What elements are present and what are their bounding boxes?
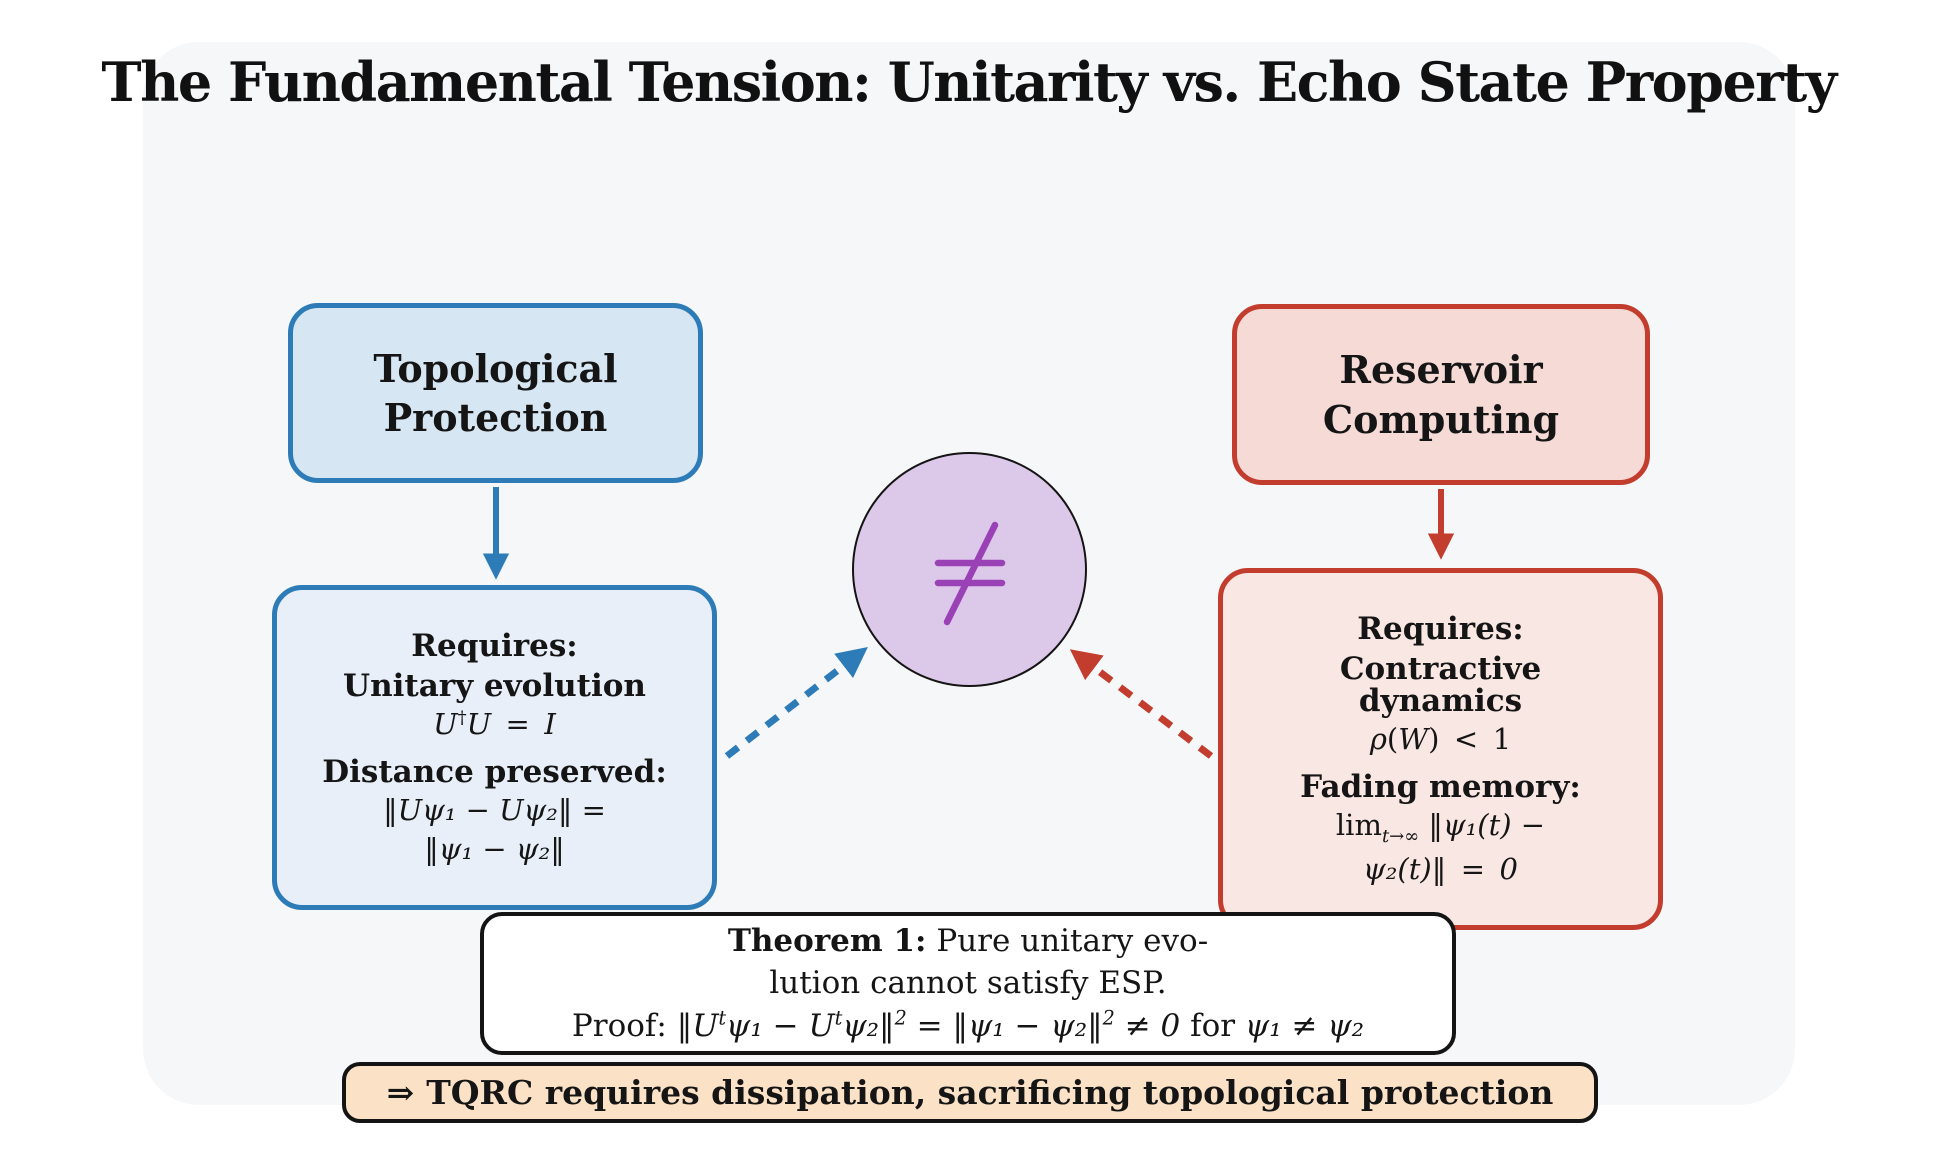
topological-protection-box: Topological Protection xyxy=(288,303,703,483)
fading-memory-equation-line2: ψ₂(t)‖ = 0 xyxy=(1363,851,1518,886)
reservoir-computing-box: Reservoir Computing xyxy=(1232,304,1650,485)
contractive-dynamics-label-line1: Contractive xyxy=(1339,651,1542,688)
right-requires-heading: Requires: xyxy=(1357,611,1524,648)
implies-arrow-icon: ⇒ xyxy=(386,1073,415,1112)
unitarity-requirements-box: Requires: Unitary evolution U†U = I Dist… xyxy=(272,585,717,910)
theorem-line1-rest: Pure unitary evo- xyxy=(926,923,1209,960)
conclusion-banner: ⇒ TQRC requires dissipation, sacrificing… xyxy=(342,1062,1598,1123)
unitary-evolution-label: Unitary evolution xyxy=(343,668,646,705)
theorem-line2: lution cannot satisfy ESP. xyxy=(769,965,1167,1002)
fading-memory-equation-line1: limt→∞ ‖ψ₁(t) − xyxy=(1335,808,1546,848)
theorem-box: Theorem 1: Pure unitary evo- lution cann… xyxy=(480,912,1456,1055)
not-equal-icon xyxy=(934,521,1006,626)
spectral-radius-equation: ρ(W) < 1 xyxy=(1369,722,1512,757)
left-requires-heading: Requires: xyxy=(411,628,578,665)
distance-preserved-equation-line1: ‖Uψ₁ − Uψ₂‖ = xyxy=(383,793,606,828)
conflict-circle xyxy=(852,452,1087,687)
reservoir-requirements-box: Requires: Contractive dynamics ρ(W) < 1 … xyxy=(1218,568,1663,930)
theorem-label: Theorem 1: xyxy=(727,923,927,960)
topological-protection-label-line1: Topological xyxy=(373,345,618,391)
page-title: The Fundamental Tension: Unitarity vs. E… xyxy=(101,50,1837,114)
theorem-line1: Theorem 1: Pure unitary evo- xyxy=(728,920,1208,962)
unitary-evolution-equation: U†U = I xyxy=(433,707,556,742)
topological-protection-label-line2: Protection xyxy=(383,395,608,440)
fading-memory-label: Fading memory: xyxy=(1300,769,1581,806)
contractive-dynamics-label-line2: dynamics xyxy=(1358,683,1523,720)
theorem-proof-line: Proof: ‖Utψ₁ − Utψ₂‖2 = ‖ψ₁ − ψ₂‖2 ≠ 0 f… xyxy=(571,1006,1365,1044)
distance-preserved-label: Distance preserved: xyxy=(322,754,667,791)
distance-preserved-equation-line2: ‖ψ₁ − ψ₂‖ xyxy=(424,831,565,866)
reservoir-computing-label-line1: Reservoir xyxy=(1339,347,1543,393)
conclusion-text: TQRC requires dissipation, sacrificing t… xyxy=(426,1073,1554,1112)
reservoir-computing-label-line2: Computing xyxy=(1322,396,1560,442)
